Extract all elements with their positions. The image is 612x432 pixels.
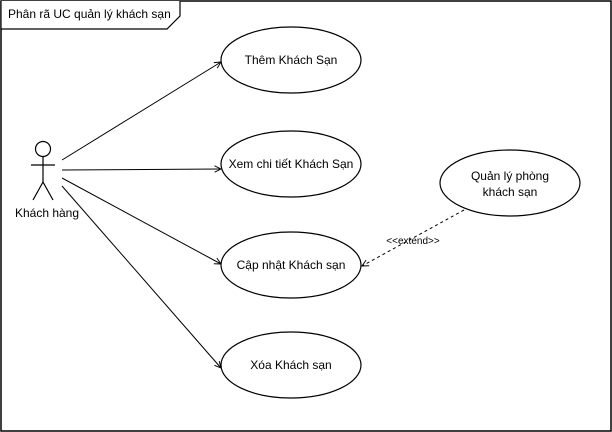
use-case-label: Xóa Khách sạn <box>250 358 331 372</box>
association-actor-capnhat <box>61 177 221 264</box>
association-actor-them <box>61 62 221 161</box>
use-case-ellipse <box>220 231 362 299</box>
actor-label: Khách hàng <box>15 206 79 220</box>
association-lines <box>61 62 221 368</box>
use-case-ellipse <box>220 130 362 198</box>
use-case-label: Thêm Khách Sạn <box>245 53 338 67</box>
association-actor-xoa <box>61 185 221 368</box>
extend-dependency <box>362 209 465 266</box>
actor-left-leg <box>32 181 44 201</box>
actor-khach-hang[interactable]: Khách hàng <box>15 140 79 221</box>
frame-title-tab <box>0 1 181 30</box>
use-case-label: Cập nhật Khách sạn <box>237 258 346 272</box>
use-case-label: Xem chi tiết Khách Sạn <box>229 157 354 171</box>
association-actor-xem <box>61 169 221 170</box>
use-case-label-line-2: khách sạn <box>483 185 538 199</box>
extend-stereotype-label: <<extend>> <box>386 236 440 247</box>
use-case-ellipse <box>220 331 362 399</box>
frame-title: Phân rã UC quản lý khách sạn <box>8 7 171 21</box>
use-case-quan-ly-phong-khach-san[interactable]: Quản lý phòng khách sạn <box>439 149 581 217</box>
use-case-ellipse <box>220 26 362 94</box>
use-case-xoa-khach-san[interactable]: Xóa Khách sạn <box>220 331 362 399</box>
use-case-ellipse <box>439 149 581 217</box>
use-case-xem-chi-tiet-khach-san[interactable]: Xem chi tiết Khách Sạn <box>220 130 362 198</box>
use-case-cap-nhat-khach-san[interactable]: Cập nhật Khách sạn <box>220 231 362 299</box>
actor-right-leg <box>42 181 54 201</box>
actor-head <box>34 140 52 158</box>
use-case-label-line-1: Quản lý phòng <box>471 169 549 183</box>
use-case-them-khach-san[interactable]: Thêm Khách Sạn <box>220 26 362 94</box>
